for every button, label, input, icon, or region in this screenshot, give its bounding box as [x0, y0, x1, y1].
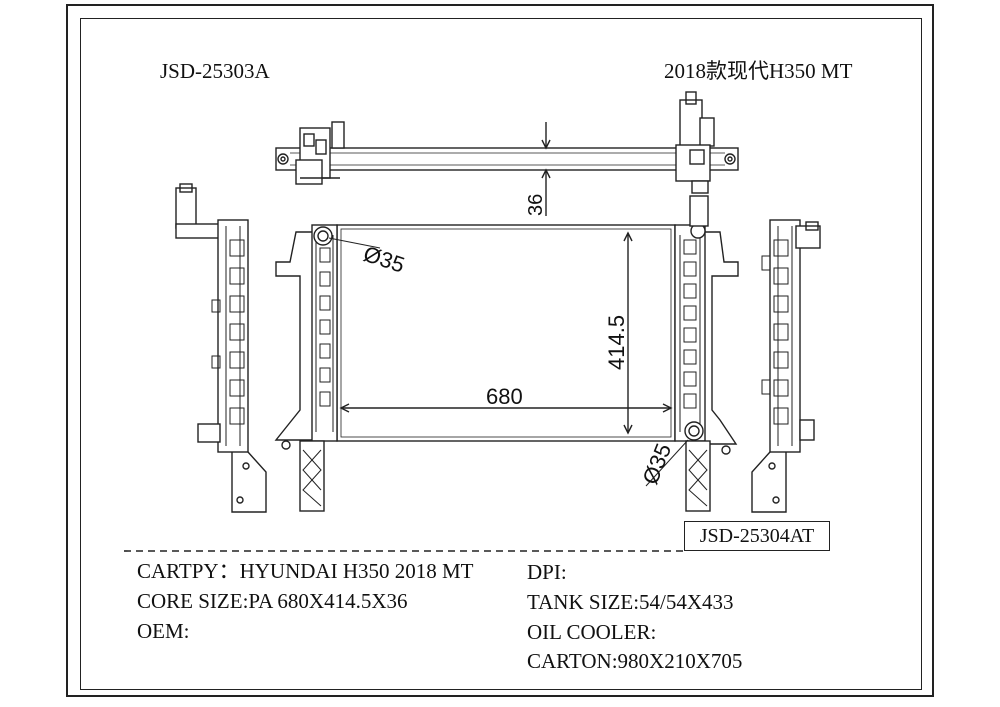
right-side-view	[751, 219, 821, 513]
core-width-label: 680	[486, 384, 523, 409]
core-height-label: 414.5	[604, 315, 629, 370]
spec-dpi: DPI:	[527, 560, 567, 584]
top-view	[275, 91, 739, 216]
left-side-view	[175, 183, 267, 513]
bottom-pipe-diameter-label: Ø35	[637, 440, 676, 488]
spec-tank-size: TANK SIZE:54/54X433	[527, 590, 734, 614]
top-pipe-diameter-label: Ø35	[360, 241, 407, 278]
vehicle-title: 2018款现代H350 MT	[664, 59, 853, 83]
model-number: JSD-25303A	[160, 59, 270, 83]
spec-cartpy: CARTPY：HYUNDAI H350 2018 MT	[137, 559, 474, 583]
spec-carton: CARTON:980X210X705	[527, 649, 743, 673]
core-thickness-label: 36	[525, 194, 547, 216]
spec-oil-cooler: OIL COOLER:	[527, 620, 657, 644]
alt-part-number-box: JSD-25304AT	[684, 521, 830, 551]
spec-oem: OEM:	[137, 619, 190, 643]
inner-frame	[80, 18, 922, 690]
spec-core-size: CORE SIZE:PA 680X414.5X36	[137, 589, 408, 613]
outer-frame	[66, 4, 934, 697]
front-view	[274, 195, 739, 512]
